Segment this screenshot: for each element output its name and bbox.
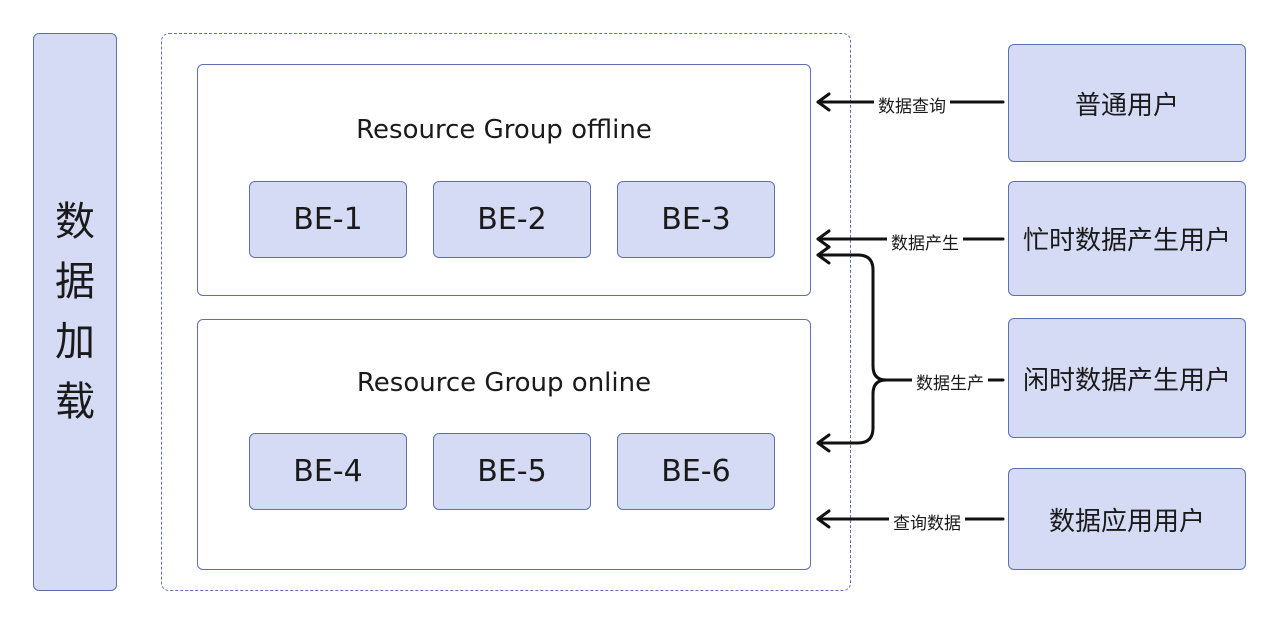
data-loading-char: 据 <box>55 259 95 305</box>
edge-line <box>816 378 888 445</box>
group-title: Resource Group offline <box>356 115 652 145</box>
edge-label: 数据生产 <box>912 369 988 394</box>
be-node: BE-6 <box>617 433 775 510</box>
be-node: BE-3 <box>617 181 775 258</box>
data-loading-char: 加 <box>55 319 95 365</box>
cluster-boundary <box>161 33 851 591</box>
user-box: 闲时数据产生用户 <box>1008 318 1246 438</box>
be-node: BE-2 <box>433 181 591 258</box>
arrowhead-icon <box>816 229 831 249</box>
data-loading-char: 载 <box>55 379 95 425</box>
edge-label: 数据产生 <box>887 229 963 254</box>
edge-label: 查询数据 <box>889 509 965 534</box>
arrowhead-icon <box>816 245 831 265</box>
arrowhead-icon <box>816 509 831 529</box>
be-node: BE-1 <box>249 181 407 258</box>
edge-label: 数据查询 <box>874 92 950 117</box>
be-node: BE-5 <box>433 433 591 510</box>
arrowhead-icon <box>816 433 831 453</box>
group-title: Resource Group online <box>356 368 652 398</box>
be-node: BE-4 <box>249 433 407 510</box>
arrowhead-icon <box>816 92 831 112</box>
data-loading-bar: 数 据 加 载 <box>33 33 117 591</box>
data-loading-char: 数 <box>55 199 95 245</box>
user-box: 忙时数据产生用户 <box>1008 181 1246 296</box>
user-box: 数据应用用户 <box>1008 468 1246 570</box>
user-box: 普通用户 <box>1008 44 1246 162</box>
edge-line <box>816 253 1005 382</box>
